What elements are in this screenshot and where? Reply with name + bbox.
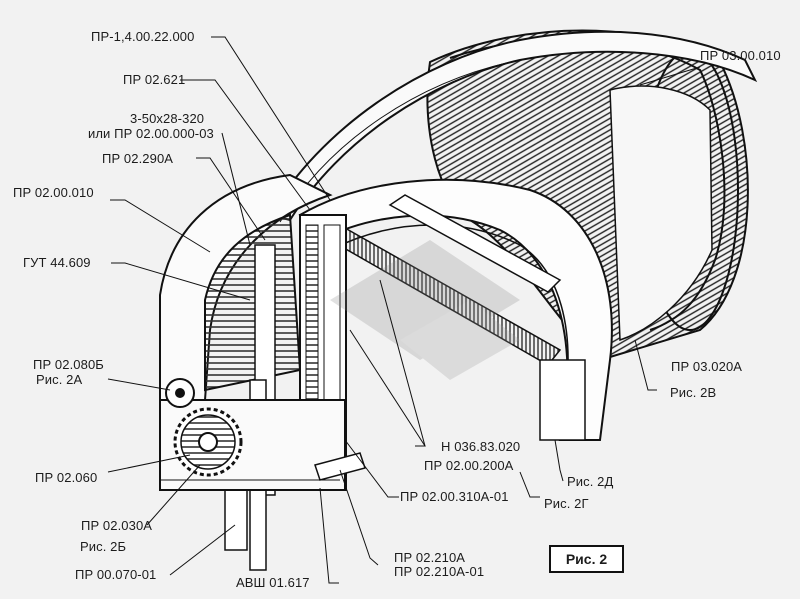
callout-pr-02-030a: ПР 02.030А: [81, 518, 153, 533]
callout-spec-3-50x28-320: 3-50х28-320: [130, 111, 205, 126]
callout-pr-02-290a: ПР 02.290А: [102, 151, 174, 166]
gear-wheel: [173, 407, 243, 477]
callout-pr-02-060: ПР 02.060: [35, 470, 98, 485]
callout-ris-2v: Рис. 2В: [670, 385, 717, 400]
sector-plate: [159, 173, 333, 401]
callout-pr-03-020a: ПР 03.020А: [671, 359, 743, 374]
callout-pr-1-4-00-22-000: ПР-1,4.00.22.000: [91, 29, 195, 44]
diagonal-rail: [328, 194, 562, 366]
lever-handle: [314, 452, 366, 481]
callout-gut-44-609: ГУТ 44.609: [23, 255, 91, 270]
callout-ris-2g: Рис. 2Г: [544, 496, 589, 511]
side-knob: [165, 378, 195, 408]
callout-ris-2b: Рис. 2Б: [80, 539, 127, 554]
leader-lines: [107, 36, 701, 584]
callout-pr-02-210a: ПР 02.210А: [394, 550, 466, 565]
callout-ris-2a: Рис. 2А: [36, 372, 83, 387]
callout-ris-2d: Рис. 2Д: [567, 474, 614, 489]
callout-pr-02-210a-01: ПР 02.210А-01: [394, 564, 485, 579]
front-arc-frame: [298, 178, 613, 441]
callout-pr-00-070-01: ПР 00.070-01: [75, 567, 157, 582]
callout-pr-02-00-010: ПР 02.00.010: [13, 185, 94, 200]
callout-pr-03-00-010: ПР 03.00.010: [700, 48, 781, 63]
callout-pr-02-080b: ПР 02.080Б: [33, 357, 104, 372]
callout-pr-02-00-200a: ПР 02.00.200А: [424, 458, 514, 473]
drum-cylinder: [426, 29, 749, 362]
callout-alt-pr-02-00-000-03: или ПР 02.00.000-03: [88, 126, 214, 141]
callout-pr-02-621: ПР 02.621: [123, 72, 186, 87]
callout-h-036-83-020: Н 036.83.020: [441, 439, 521, 454]
figure-label: Рис. 2: [549, 545, 624, 573]
watermark: [330, 240, 520, 380]
callout-avsh-01-617: АВШ 01.617: [236, 575, 310, 590]
callout-pr-02-00-310a-01: ПР 02.00.310А-01: [400, 489, 509, 504]
